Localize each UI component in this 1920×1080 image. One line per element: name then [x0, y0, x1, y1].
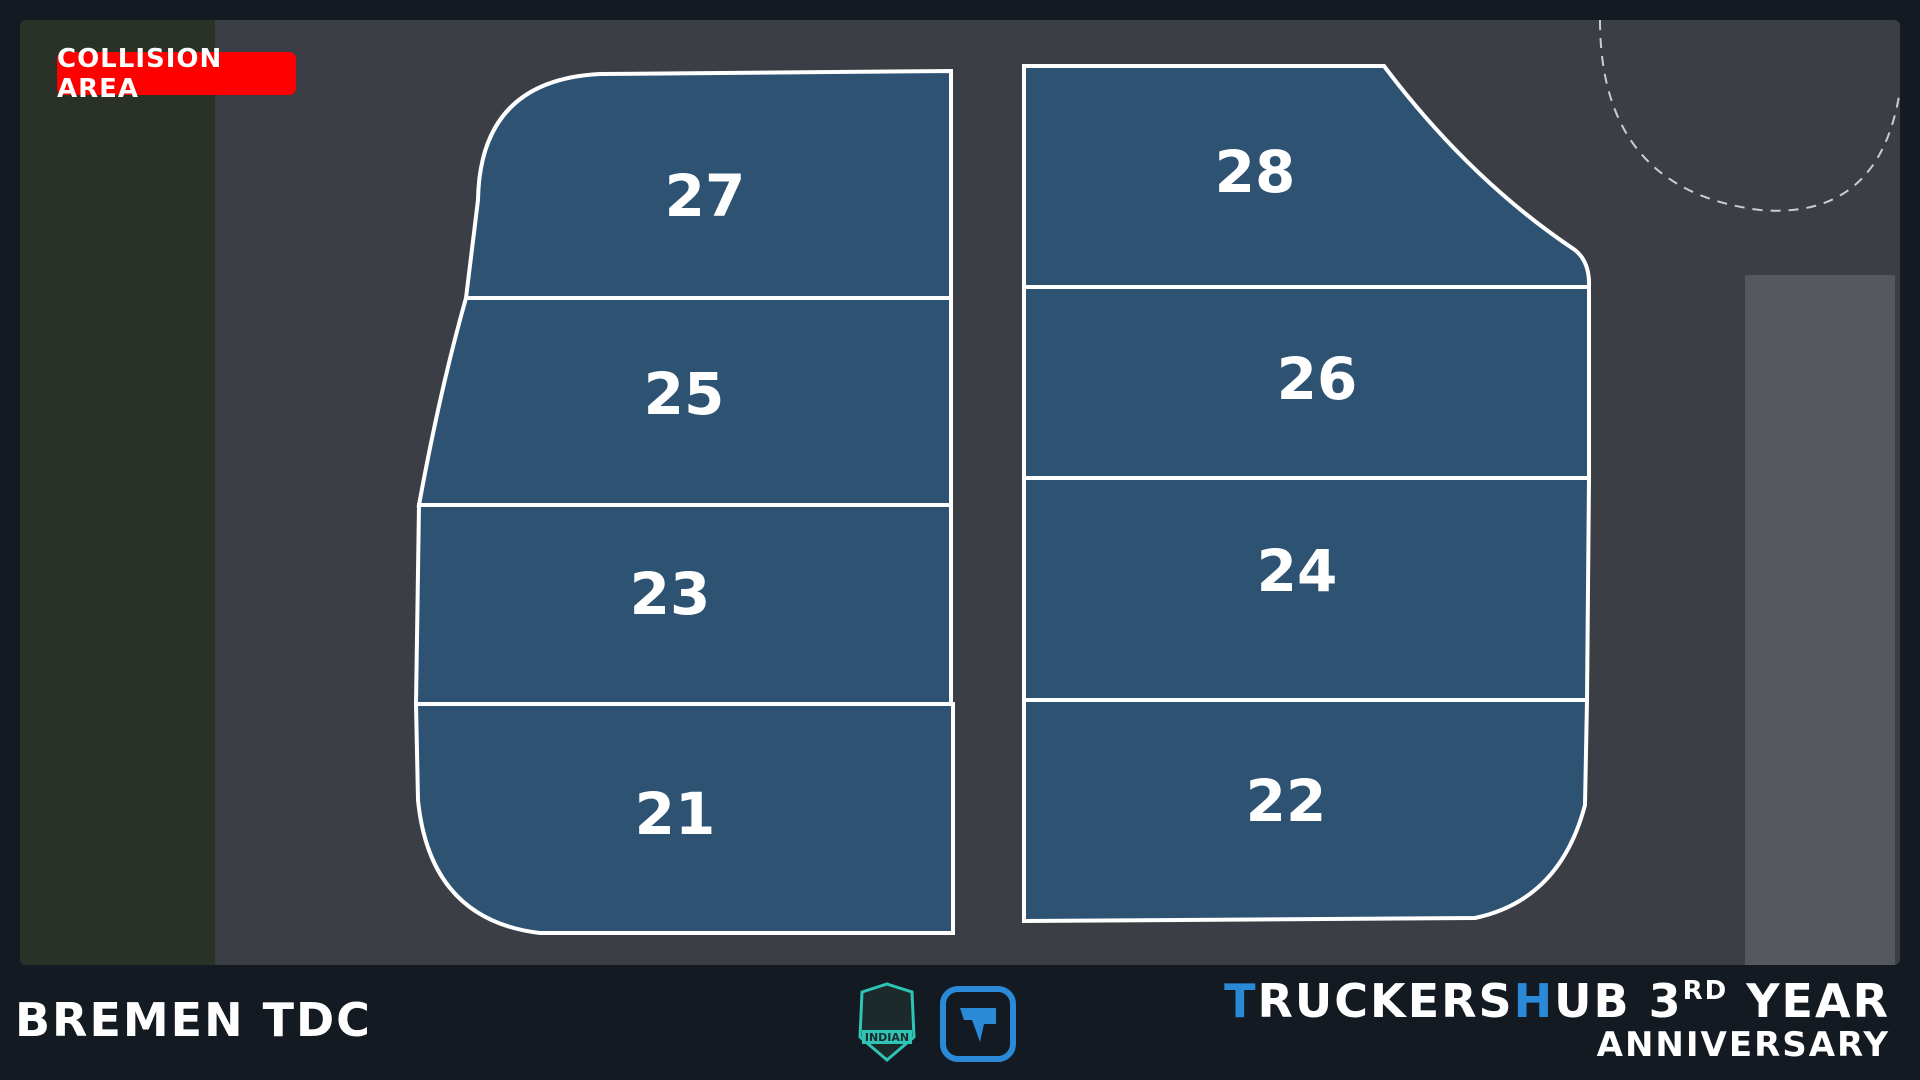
- title-t: T: [1224, 974, 1258, 1028]
- location-title: BREMEN TDC: [15, 993, 372, 1047]
- title-h: H: [1513, 974, 1555, 1028]
- map-svg: 27 25 23 21 28 26 24 22: [20, 20, 1900, 965]
- event-title: TRUCKERSHUB 3RD YEAR ANNIVERSARY: [1224, 978, 1890, 1062]
- zone-27[interactable]: [463, 68, 953, 300]
- zone-21[interactable]: [413, 702, 955, 935]
- title-sup: RD: [1682, 976, 1729, 1006]
- zone-label-24: 24: [1257, 537, 1338, 605]
- zone-22[interactable]: [1022, 698, 1590, 924]
- roundabout-marking: [1599, 20, 1900, 212]
- grass-strip: [20, 20, 215, 965]
- title-part1: RUCKERS: [1257, 974, 1514, 1028]
- zone-label-28: 28: [1215, 138, 1296, 206]
- zone-label-23: 23: [630, 560, 711, 628]
- indian-logo: INDIAN: [852, 982, 922, 1062]
- zone-label-26: 26: [1277, 345, 1358, 413]
- logo1-text: INDIAN: [865, 1031, 909, 1044]
- zone-label-22: 22: [1246, 767, 1327, 835]
- zone-label-21: 21: [635, 780, 716, 848]
- zone-28[interactable]: [1022, 64, 1592, 289]
- title-part2: UB 3: [1554, 974, 1683, 1028]
- map-area: 27 25 23 21 28 26 24 22: [20, 20, 1900, 965]
- truckershub-logo: [940, 986, 1016, 1062]
- zone-label-27: 27: [665, 162, 746, 230]
- title-part3: YEAR: [1728, 974, 1890, 1028]
- event-subtitle: ANNIVERSARY: [1596, 1025, 1890, 1065]
- collision-area-badge: COLLISION AREA: [57, 44, 296, 104]
- building-roof: [1745, 275, 1895, 965]
- zone-label-25: 25: [644, 360, 725, 428]
